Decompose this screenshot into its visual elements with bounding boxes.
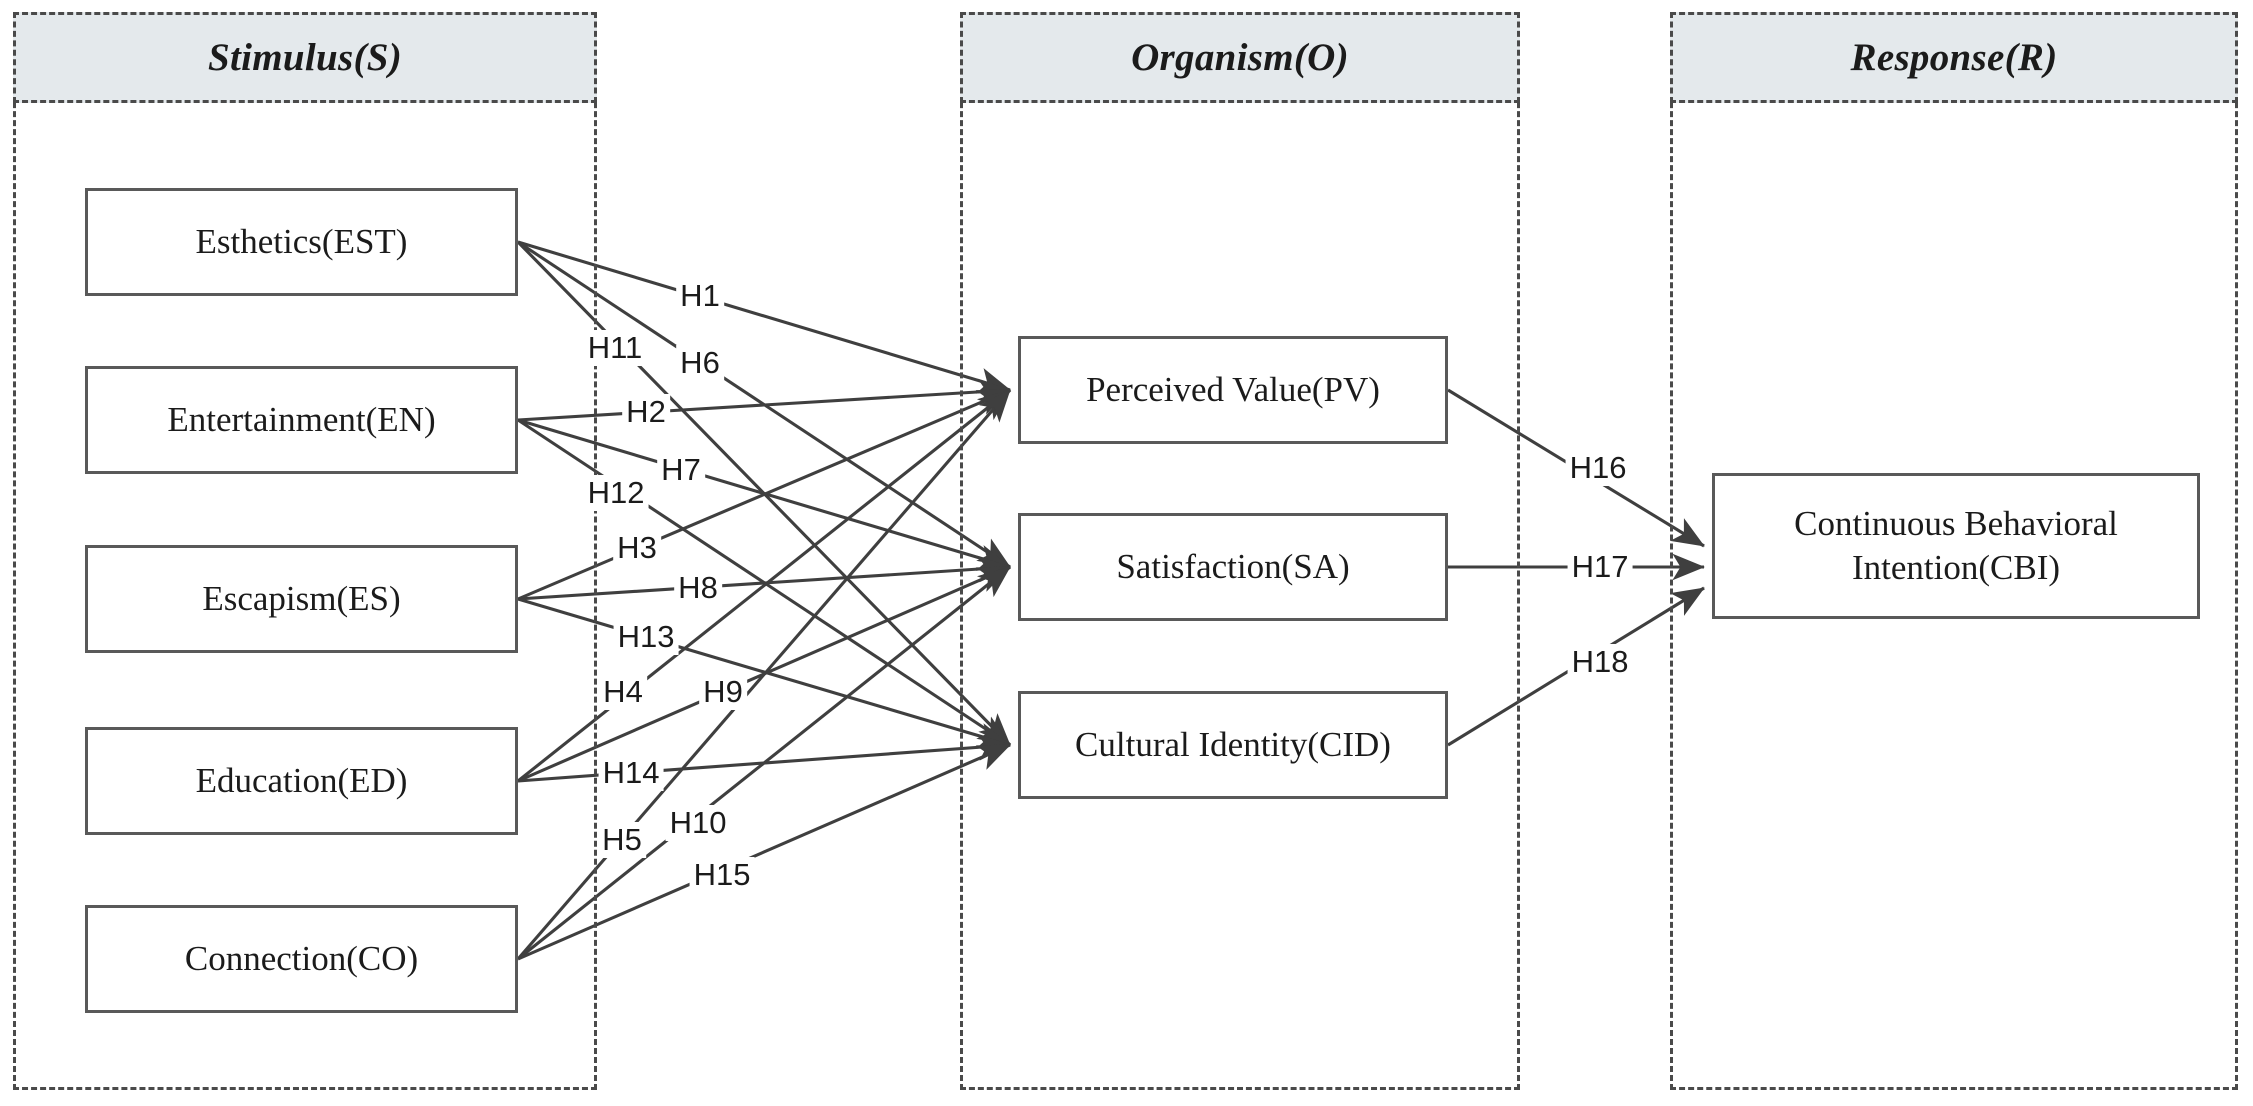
- edge-h8: [517, 555, 1011, 601]
- edge-h5: [516, 388, 1012, 961]
- panel-title-response: Response(R): [1850, 36, 2058, 79]
- node-co[interactable]: Connection(CO): [85, 905, 518, 1013]
- panel-title-stimulus: Stimulus(S): [207, 36, 403, 79]
- edge-h1: [517, 240, 1011, 394]
- hypothesis-label-h1: H1: [676, 278, 724, 314]
- node-cbi[interactable]: Continuous Behavioral Intention(CBI): [1712, 473, 2200, 619]
- edge-h3: [517, 388, 1011, 601]
- node-sa[interactable]: Satisfaction(SA): [1018, 513, 1448, 621]
- panel-header-organism: Organism(O): [960, 12, 1520, 103]
- node-est[interactable]: Esthetics(EST): [85, 188, 518, 296]
- panel-header-stimulus: Stimulus(S): [13, 12, 597, 103]
- hypothesis-label-h17: H17: [1567, 549, 1633, 585]
- hypothesis-label-h12: H12: [583, 475, 649, 511]
- edge-h4: [517, 388, 1011, 783]
- hypothesis-label-h9: H9: [699, 674, 747, 710]
- edge-h15: [517, 743, 1011, 961]
- node-en[interactable]: Entertainment(EN): [85, 366, 518, 474]
- node-es[interactable]: Escapism(ES): [85, 545, 518, 653]
- hypothesis-label-h14: H14: [598, 755, 664, 791]
- hypothesis-label-h2: H2: [622, 394, 670, 430]
- panel-header-response: Response(R): [1670, 12, 2238, 103]
- hypothesis-label-h10: H10: [665, 805, 731, 841]
- hypothesis-label-h15: H15: [689, 857, 755, 893]
- hypothesis-label-h13: H13: [613, 619, 679, 655]
- edge-h10: [517, 565, 1011, 961]
- hypothesis-label-h11: H11: [583, 330, 647, 366]
- node-cid[interactable]: Cultural Identity(CID): [1018, 691, 1448, 799]
- edge-h2: [517, 378, 1011, 422]
- panel-title-organism: Organism(O): [1131, 36, 1349, 79]
- hypothesis-label-h3: H3: [613, 530, 661, 566]
- hypothesis-label-h6: H6: [676, 345, 724, 381]
- hypothesis-label-h5: H5: [598, 822, 646, 858]
- hypothesis-label-h18: H18: [1567, 644, 1633, 680]
- node-ed[interactable]: Education(ED): [85, 727, 518, 835]
- hypothesis-label-h8: H8: [674, 570, 722, 606]
- hypothesis-label-h4: H4: [599, 674, 647, 710]
- edge-h13: [517, 597, 1011, 749]
- hypothesis-label-h16: H16: [1565, 450, 1631, 486]
- node-pv[interactable]: Perceived Value(PV): [1018, 336, 1448, 444]
- hypothesis-label-h7: H7: [657, 452, 705, 488]
